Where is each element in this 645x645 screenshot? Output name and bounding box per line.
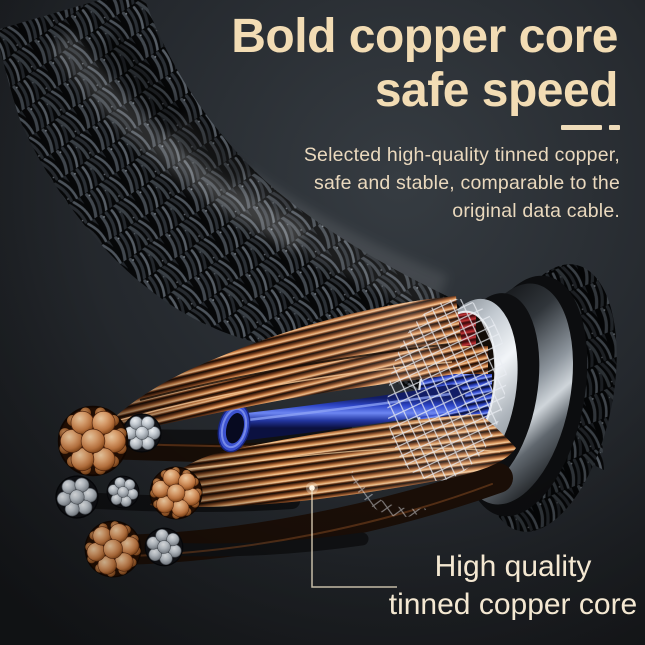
headline-divider bbox=[561, 125, 620, 130]
description-line3: original data cable. bbox=[452, 200, 620, 222]
description-line1: Selected high-quality tinned copper, bbox=[303, 144, 620, 166]
callout-line2: tinned copper core bbox=[388, 588, 638, 621]
headline-line1: Bold copper core bbox=[231, 10, 618, 63]
callout-line1: High quality bbox=[434, 550, 592, 583]
headline-line2: safe speed bbox=[374, 64, 619, 117]
description-line2: safe and stable, comparable to the bbox=[314, 172, 620, 194]
headline: Bold copper core safe speed bbox=[231, 10, 618, 118]
callout-leader bbox=[306, 482, 397, 588]
description: Selected high-quality tinned copper, saf… bbox=[304, 141, 620, 225]
dash-long bbox=[561, 125, 602, 130]
callout-label: High quality tinned copper core bbox=[358, 548, 645, 624]
callout-anchor-dot bbox=[309, 485, 315, 491]
callout-line bbox=[311, 489, 397, 588]
dash-short bbox=[609, 125, 620, 130]
